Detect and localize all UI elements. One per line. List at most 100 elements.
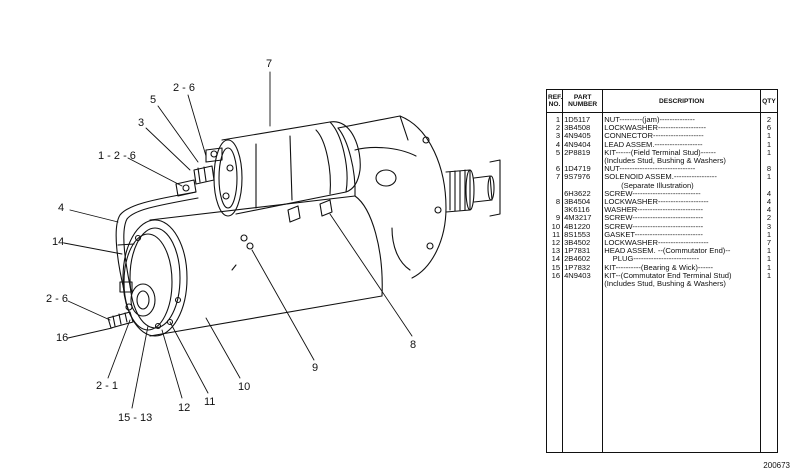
qty-cell xyxy=(759,280,779,289)
part-number-cell: 3B4508 xyxy=(562,124,604,133)
callout-16: 16 xyxy=(56,332,69,344)
callout-2-6-top: 2 - 6 xyxy=(173,82,196,94)
ref-cell: 14 xyxy=(545,255,564,264)
description-cell: LOCKWASHER------------------- xyxy=(602,124,761,133)
description-cell: CONNECTOR-------------------- xyxy=(602,132,761,141)
description-cell: (Includes Stud, Bushing & Washers) xyxy=(602,157,761,166)
part-number-cell: 1P7831 xyxy=(562,247,604,256)
filler-cell xyxy=(602,288,761,453)
callout-11: 11 xyxy=(204,396,216,408)
callout-15-13: 15 - 13 xyxy=(118,412,153,424)
leader-3 xyxy=(145,127,191,171)
leader-16 xyxy=(67,327,113,339)
ref-cell xyxy=(545,157,564,166)
leader-9 xyxy=(251,249,315,361)
leader-4 xyxy=(69,209,119,223)
qty-cell: 1 xyxy=(759,132,779,141)
part-number-cell: 4M3217 xyxy=(562,214,604,223)
ref-cell: 3 xyxy=(545,132,564,141)
leader-2-6-left xyxy=(67,300,111,321)
table-row: (Includes Stud, Bushing & Washers) xyxy=(545,157,779,166)
ref-cell: 6 xyxy=(545,165,564,174)
ref-cell xyxy=(545,206,564,215)
ref-cell: 1 xyxy=(545,112,564,125)
leader-lines xyxy=(63,71,413,409)
qty-cell: 7 xyxy=(759,239,779,248)
callout-8: 8 xyxy=(410,339,417,351)
part-number-cell: 3K6116 xyxy=(562,206,604,215)
filler-cell xyxy=(562,288,604,453)
description-cell: SCREW--------------------------- xyxy=(602,189,761,199)
description-cell: WASHER-------------------------- xyxy=(602,206,761,215)
description-cell: NUT---------(jam)-------------- xyxy=(602,112,761,125)
callout-12: 12 xyxy=(178,402,191,414)
part-number-cell: 1D5117 xyxy=(562,112,604,125)
qty-cell: 1 xyxy=(759,263,779,272)
filler-cell xyxy=(545,288,564,453)
qty-cell: 1 xyxy=(759,140,779,149)
description-cell: KIT--(Commutator End Terminal Stud) xyxy=(602,271,761,281)
description-cell: LOCKWASHER-------------------- xyxy=(602,239,761,248)
part-number-cell xyxy=(562,280,604,289)
leader-15-13 xyxy=(131,325,149,409)
commutator-terminal-stud xyxy=(107,303,134,329)
header-ref-no: REF. NO. xyxy=(545,89,564,113)
table-row: (Separate Illustration) xyxy=(545,181,779,190)
qty-cell: 1 xyxy=(759,173,779,182)
part-number-cell: 2P8819 xyxy=(562,148,604,158)
ref-cell xyxy=(545,280,564,289)
solenoid-terminals xyxy=(175,147,234,200)
ref-cell: 16 xyxy=(545,271,564,281)
callout-10: 10 xyxy=(238,381,251,393)
part-number-cell: 4N9404 xyxy=(562,140,604,149)
ref-cell: 2 xyxy=(545,124,564,133)
callout-9: 9 xyxy=(312,362,319,374)
qty-cell: 4 xyxy=(759,198,779,207)
qty-cell: 1 xyxy=(759,271,779,281)
table-filler-row xyxy=(545,288,779,453)
solenoid-mounting-bracket xyxy=(240,199,333,250)
qty-cell: 4 xyxy=(759,189,779,199)
starter-motor-exploded-diagram xyxy=(63,71,501,409)
part-number-cell: 9S7976 xyxy=(562,173,604,182)
ref-cell: 4 xyxy=(545,140,564,149)
pinion-gear xyxy=(445,159,501,217)
ref-cell: 13 xyxy=(545,247,564,256)
description-cell: KIT------(Field Terminal Stud)------ xyxy=(602,148,761,158)
part-number-cell: 8S1553 xyxy=(562,230,604,240)
solenoid-assembly xyxy=(213,121,361,217)
leader-12 xyxy=(161,329,183,399)
leader-10 xyxy=(205,317,241,379)
description-cell: GASKET--------------------------- xyxy=(602,230,761,240)
leader-2-6-top xyxy=(187,94,207,157)
callout-2-6-left: 2 - 6 xyxy=(46,293,69,305)
part-number-cell xyxy=(562,157,604,166)
description-cell: SCREW---------------------------- xyxy=(602,214,761,223)
part-number-cell xyxy=(562,181,604,190)
leader-8 xyxy=(329,213,413,337)
leader-5 xyxy=(157,105,199,163)
qty-cell: 1 xyxy=(759,148,779,158)
ref-cell xyxy=(545,189,564,199)
lead-assembly xyxy=(115,191,199,293)
ref-cell: 9 xyxy=(545,214,564,223)
callout-7: 7 xyxy=(266,58,273,70)
callout-3: 3 xyxy=(138,117,145,129)
motor-housing xyxy=(122,195,383,337)
description-cell: SCREW---------------------------- xyxy=(602,222,761,231)
filler-cell xyxy=(759,288,779,453)
commutator-end-head xyxy=(123,233,182,331)
drive-housing xyxy=(337,115,447,279)
qty-cell: 6 xyxy=(759,124,779,133)
